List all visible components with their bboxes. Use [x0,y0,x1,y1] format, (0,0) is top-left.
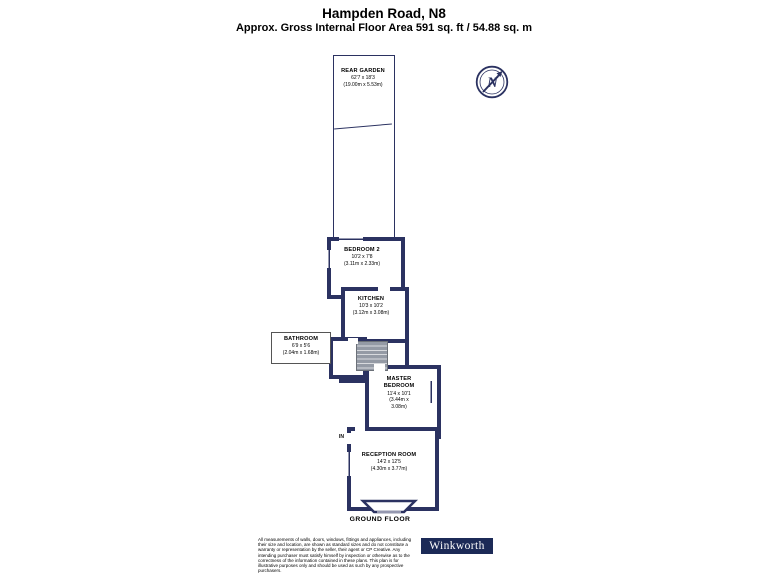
room-dim-imperial: 62'7 x 18'3 [351,75,375,82]
room-dim-metric: (2.04m x 1.68m) [282,349,320,356]
room-dim-imperial: 6'9 x 5'6 [291,343,311,350]
window [347,452,352,476]
door-opening [374,364,385,371]
window [339,237,363,242]
room-name: REAR GARDEN [341,68,385,74]
rear-garden-area [333,55,395,241]
room-name: RECEPTION ROOM [361,452,417,458]
room-dim-imperial: 10'3 x 10'2 [359,303,383,310]
kitchen-label: KITCHEN 10'3 x 10'2 (3.12m x 3.08m) [341,296,401,316]
room-dim-metric: (3.44m x 3.08m) [389,397,409,410]
room-name: KITCHEN [357,296,385,302]
page-title: Hampden Road, N8 [322,6,446,21]
compass-n-letter: N [486,75,499,91]
room-dim-metric: (19.00m x 5.53m) [343,81,383,88]
rear-garden-label: REAR GARDEN 62'7 x 18'3 (19.00m x 5.53m) [333,68,393,88]
bathroom-label: BATHROOM 6'9 x 5'6 (2.04m x 1.68m) [271,332,331,364]
room-name: MASTER BEDROOM [383,376,415,390]
staircase [356,341,388,371]
room-dim-imperial: 10'2 x 7'8 [351,254,373,261]
compass-north-icon: N [475,65,509,99]
master-bedroom-walls [365,365,441,439]
entry-in-label: IN [339,434,344,440]
room-dim-metric: (3.12m x 3.08m) [352,309,390,316]
room-name: BEDROOM 2 [344,247,380,253]
winkworth-logo: Winkworth [421,538,493,554]
room-dim-imperial: 11'4 x 10'1 [387,390,411,397]
bedroom2-label: BEDROOM 2 10'2 x 7'8 (3.11m x 2.33m) [327,247,397,267]
disclaimer-text: All measurements of walls, doors, window… [258,537,412,574]
window [428,381,433,403]
master-bedroom-label: MASTER BEDROOM 11'4 x 10'1 (3.44m x 3.08… [381,376,417,410]
entry-door-opening [346,433,352,444]
room-dim-imperial: 14'2 x 12'5 [377,459,401,466]
room-dim-metric: (4.30m x 3.77m) [370,465,408,472]
page-subtitle: Approx. Gross Internal Floor Area 591 sq… [235,22,533,34]
reception-label: RECEPTION ROOM 14'2 x 12'5 (4.30m x 3.77… [347,452,431,472]
bay-window [359,499,419,514]
door-opening [355,426,365,432]
window [327,250,332,268]
compass-arrowhead [496,71,503,77]
door-opening [378,286,390,292]
room-dim-metric: (3.11m x 2.33m) [343,260,381,267]
floor-name-label: GROUND FLOOR [349,516,411,523]
room-name: BATHROOM [283,336,319,342]
door-opening [348,338,358,344]
